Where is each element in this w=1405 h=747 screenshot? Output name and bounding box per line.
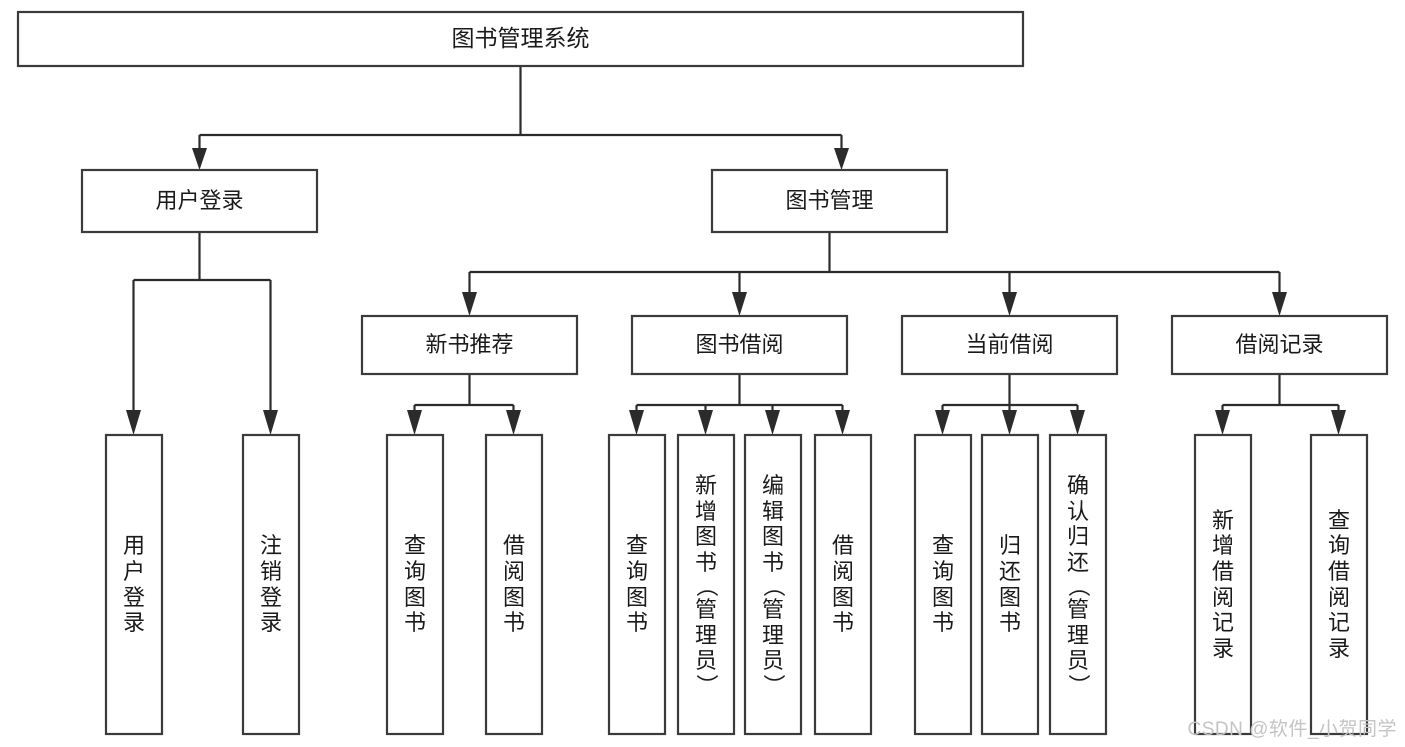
node-leaf-borrow-book-rec[interactable]	[484, 433, 544, 736]
node-layer: 图书管理系统 用户登录 图书管理 新书推荐 图书借阅 当前	[16, 10, 1389, 736]
node-current-borrow[interactable]: 当前借阅	[900, 314, 1119, 376]
arrow-head-borrow-record	[1272, 292, 1287, 316]
arrow-head-leaf-borrow-book	[835, 410, 850, 435]
arrow-head-current-borrow	[1002, 292, 1017, 316]
node-leaf-query-book-rec[interactable]	[385, 433, 445, 736]
arrow-head-leaf-query-book-borrow	[629, 410, 644, 435]
node-leaf-add-book[interactable]	[676, 433, 736, 736]
node-leaf-confirm-return[interactable]	[1048, 433, 1108, 736]
node-book-borrow[interactable]: 图书借阅	[630, 314, 849, 376]
arrow-head-leaf-return-book	[1002, 410, 1017, 435]
node-leaf-edit-book[interactable]	[743, 433, 803, 736]
arrow-head-leaf-add-record	[1215, 410, 1230, 435]
arrow-head-new-book-recommend	[462, 292, 477, 316]
arrow-head-leaf-user-login	[126, 410, 141, 435]
node-leaf-query-record[interactable]	[1309, 433, 1369, 736]
node-user-login[interactable]: 用户登录	[80, 168, 319, 234]
connector-layer	[126, 66, 1346, 435]
arrow-head-book-borrow	[732, 292, 747, 316]
arrow-head-leaf-add-book	[698, 410, 713, 435]
node-root[interactable]: 图书管理系统	[16, 10, 1025, 68]
node-leaf-user-login[interactable]	[104, 433, 164, 736]
arrow-head-book-manage	[834, 148, 849, 170]
node-user-login-label: 用户登录	[155, 188, 243, 213]
node-leaf-borrow-book[interactable]	[813, 433, 873, 736]
node-leaf-return-book[interactable]	[980, 433, 1040, 736]
node-root-label: 图书管理系统	[452, 25, 590, 51]
node-book-manage-label: 图书管理	[785, 188, 873, 213]
arrow-head-leaf-query-book-rec	[407, 410, 422, 435]
node-book-borrow-label: 图书借阅	[695, 332, 783, 357]
node-leaf-logout-login[interactable]	[241, 433, 301, 736]
node-new-book-recommend[interactable]: 新书推荐	[360, 314, 579, 376]
node-borrow-record-label: 借阅记录	[1235, 332, 1323, 357]
arrow-head-leaf-query-book-cur	[935, 410, 950, 435]
node-book-manage[interactable]: 图书管理	[710, 168, 949, 234]
node-borrow-record[interactable]: 借阅记录	[1170, 314, 1389, 376]
node-leaf-add-record[interactable]	[1193, 433, 1253, 736]
arrow-head-leaf-query-record	[1331, 410, 1346, 435]
arrow-head-leaf-confirm-return	[1070, 410, 1085, 435]
arrow-head-leaf-edit-book	[765, 410, 780, 435]
node-leaf-query-book-borrow[interactable]	[607, 433, 667, 736]
arrow-head-leaf-borrow-book-rec	[506, 410, 521, 435]
node-leaf-query-book-cur[interactable]	[913, 433, 973, 736]
arrow-head-user-login	[192, 148, 207, 170]
arrow-head-leaf-logout-login	[263, 410, 278, 435]
node-current-borrow-label: 当前借阅	[965, 332, 1053, 357]
node-new-book-recommend-label: 新书推荐	[425, 332, 513, 357]
